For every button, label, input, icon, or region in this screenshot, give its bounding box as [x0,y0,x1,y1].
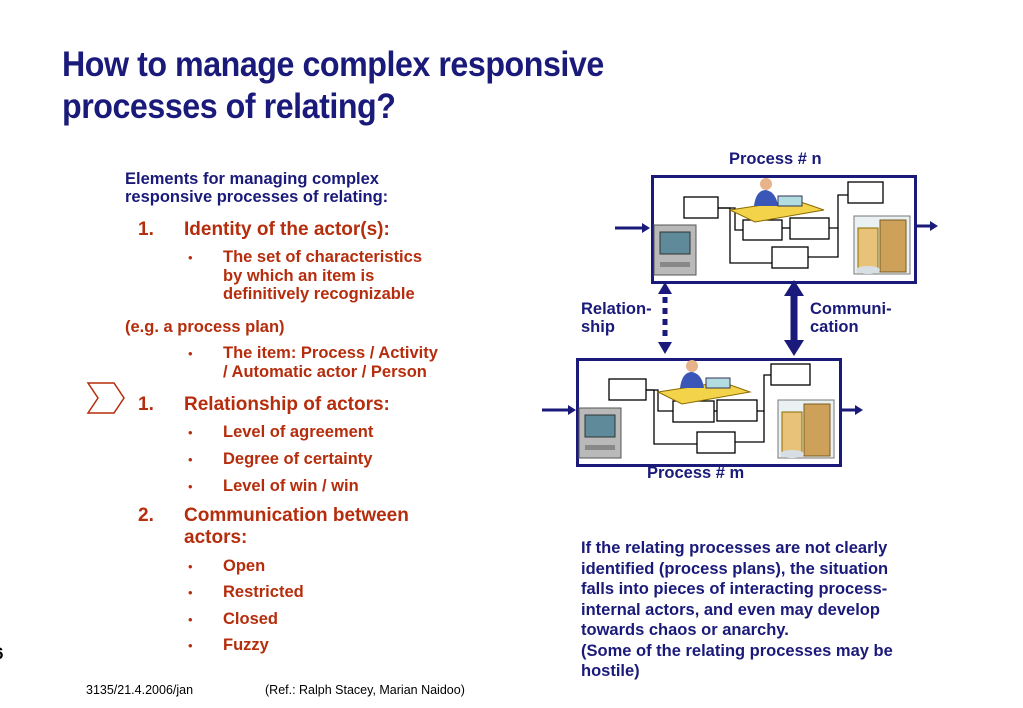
item-heading-communication: Communication between actors: [184,505,409,549]
item-heading-identity: Identity of the actor(s): [184,219,390,240]
note-line: identified (process plans), the situatio… [581,559,889,578]
bullet-glyph: • [188,479,193,494]
computer-icon [578,407,622,459]
bullet-line: definitively recognizable [223,285,415,303]
label-line: Relation- [581,300,652,318]
footer-reference: (Ref.: Ralph Stacey, Marian Naidoo) [265,683,465,697]
note-line: hostile) [581,662,640,680]
example-text: (e.g. a process plan) [125,318,285,336]
bullet-glyph: • [188,638,193,653]
intro-line-1: Elements for managing complex [125,170,379,188]
heading-line: actors: [184,527,248,548]
bullet-item-types: The item: Process / Activity / Automatic… [223,344,438,381]
flow-arrows [542,221,938,415]
building-icon [853,215,911,275]
heading-line: Communication between [184,505,409,526]
bullet-line: by which an item is [223,266,375,285]
bullet-open: Open [223,557,266,575]
bullet-line: / Automatic actor / Person [223,362,427,381]
bullet-characteristics: The set of characteristics by which an i… [223,248,422,304]
bullet-line: The set of characteristics [223,248,422,266]
bullet-glyph: • [188,585,193,600]
note-paragraph: If the relating processes are not clearl… [581,538,951,682]
note-line: If the relating processes are not clearl… [581,539,888,557]
process-m-internals [608,363,811,454]
bullet-win-win: Level of win / win [223,477,359,495]
bullet-fuzzy: Fuzzy [223,636,269,654]
process-n-label: Process # n [729,150,822,168]
item-number: 1. [138,219,154,240]
computer-icon [653,224,697,276]
bullet-glyph: • [188,250,193,265]
title-line-2: processes of relating? [62,87,396,126]
bullet-glyph: • [188,559,193,574]
footer-date: 3135/21.4.2006/jan [86,683,194,697]
relationship-arrow [658,282,672,354]
label-line: ship [581,318,615,336]
bullet-glyph: • [188,346,193,361]
person-at-desk-icon [656,360,752,405]
bullet-restricted: Restricted [223,583,304,601]
item-number: 1. [138,394,154,415]
process-diagram [542,178,938,459]
process-m-label: Process # m [647,464,745,482]
slide-title: How to manage complex responsive process… [62,44,651,128]
chevron-marker-icon [86,382,125,414]
bullet-glyph: • [188,612,193,627]
process-n-internals [683,181,884,269]
label-line: cation [810,318,859,336]
note-line: (Some of the relating processes may be [581,641,893,660]
item-number: 2. [138,505,154,526]
note-line: internal actors, and even may develop [581,600,880,619]
item-heading-relationship: Relationship of actors: [184,394,390,415]
relationship-label: Relation- ship [581,300,652,336]
bullet-glyph: • [188,425,193,440]
note-line: falls into pieces of interacting process… [581,580,888,598]
person-at-desk-icon [728,178,825,223]
intro-line-2: responsive processes of relating: [125,188,389,206]
title-line-1: How to manage complex responsive [62,45,604,84]
intro-text: Elements for managing complex responsive… [125,170,388,206]
communication-label: Communi- cation [810,300,892,336]
bullet-agreement: Level of agreement [223,423,374,441]
communication-arrow [784,280,804,356]
bullet-glyph: • [188,452,193,467]
note-line: towards chaos or anarchy. [581,621,789,639]
label-line: Communi- [810,300,892,318]
building-icon [777,399,835,459]
bullet-certainty: Degree of certainty [223,450,373,468]
page-number: 6 [0,644,3,664]
bullet-line: The item: Process / Activity [223,344,438,362]
bullet-closed: Closed [223,610,279,628]
